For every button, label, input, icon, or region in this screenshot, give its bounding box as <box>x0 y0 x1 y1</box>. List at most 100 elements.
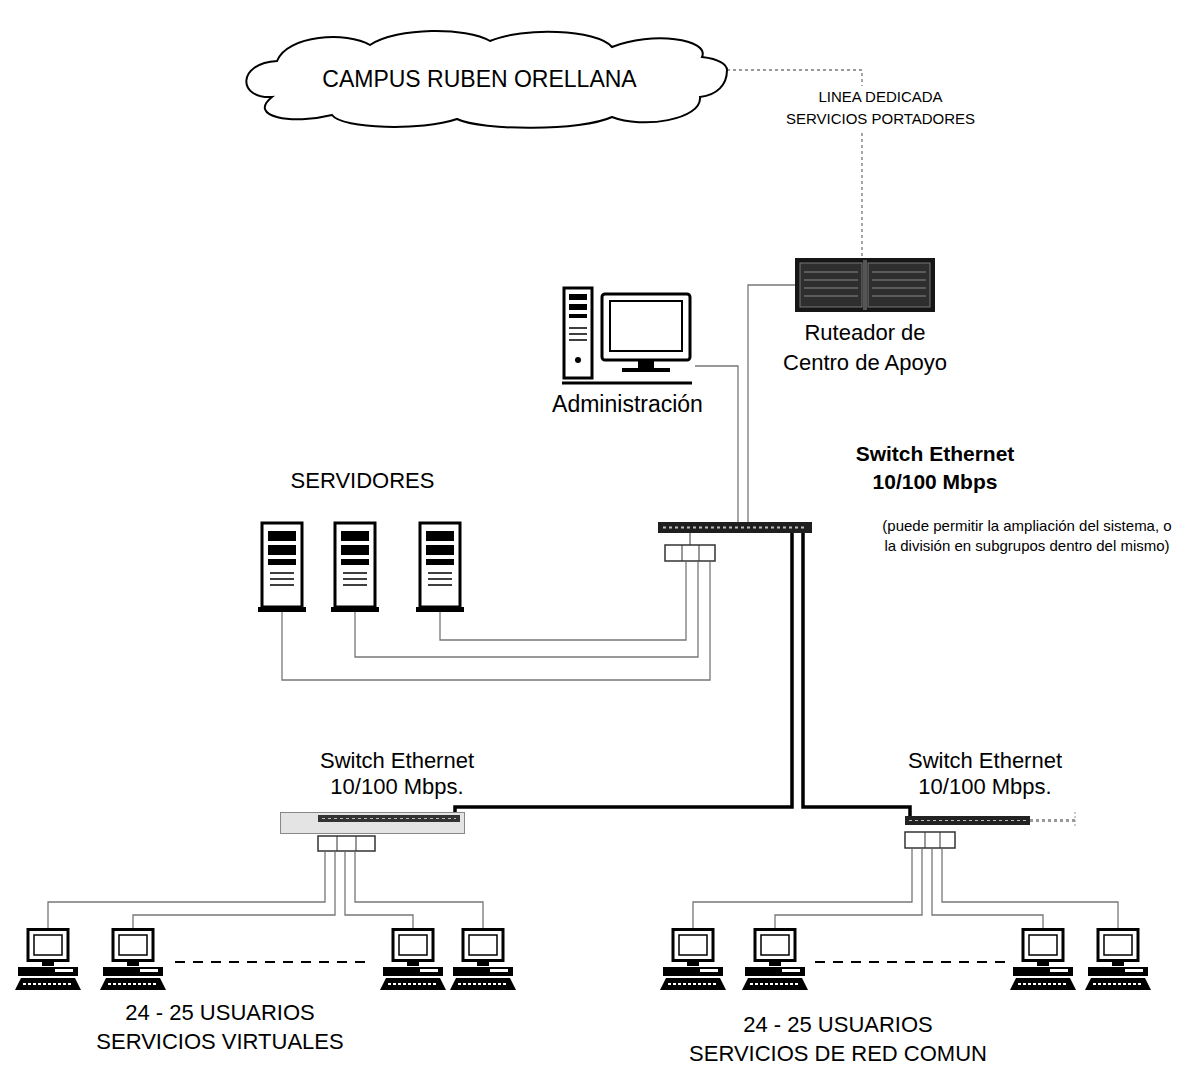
icon-part <box>383 967 443 976</box>
icon-part <box>658 522 812 533</box>
icon-part <box>638 360 654 368</box>
icon-part <box>665 545 715 561</box>
ethernet-switch: Switch Ethernet 10/100 Mbps. <box>280 812 465 852</box>
pc-icon <box>1010 930 1076 991</box>
icon-part <box>700 969 718 972</box>
trunk-link <box>803 533 910 816</box>
icon-part <box>673 930 713 961</box>
icon-part <box>322 818 456 819</box>
icon-part <box>268 559 296 565</box>
network-cable <box>693 849 1118 928</box>
icon-part <box>42 961 54 966</box>
icon-part <box>108 983 158 985</box>
node-label: 24 - 25 USUARIOS <box>678 1010 998 1039</box>
icon-part <box>1030 819 1075 822</box>
icon-part <box>564 288 592 378</box>
node-label: Switch Ethernet 10/100 Mbps. <box>885 748 1085 800</box>
icon-part <box>863 260 867 310</box>
icon-part <box>113 930 153 961</box>
node-label: 24 - 25 USUARIOS <box>60 998 380 1027</box>
icon-part <box>18 967 78 976</box>
icon-part <box>800 263 862 307</box>
icon-part <box>682 545 699 561</box>
icon-part <box>905 816 1030 825</box>
icon-part <box>119 935 147 955</box>
admin-workstation: Administración <box>560 286 695 386</box>
connector-group <box>48 70 1118 928</box>
icon-part <box>380 978 446 990</box>
icon-part <box>15 978 81 990</box>
icon-part <box>925 832 940 848</box>
icon-part <box>663 967 723 976</box>
node-label: SERVICIOS VIRTUALES <box>60 1027 380 1056</box>
icon-part <box>660 978 726 990</box>
icon-part <box>668 983 718 985</box>
node-label: SERVIDORES <box>250 467 475 495</box>
icon-part <box>469 935 497 955</box>
icon-part <box>745 967 805 976</box>
icon-part <box>262 523 302 607</box>
admin-workstation-icon <box>560 286 695 386</box>
node-label: Administración <box>520 390 735 418</box>
node-label: Switch Ethernet 10/100 Mbps. <box>297 748 497 800</box>
ethernet-switch-icon <box>655 522 817 562</box>
icon-part <box>34 935 62 955</box>
icon-part <box>1098 930 1138 961</box>
ethernet-switch: Switch Ethernet 10/100 Mbps <box>655 522 817 562</box>
icon-part <box>610 301 682 351</box>
router-device-icon <box>795 258 935 312</box>
icon-part <box>416 607 464 612</box>
icon-part <box>750 983 800 985</box>
icon-part <box>477 961 489 966</box>
pc-icon <box>1085 930 1151 991</box>
node-label: Switch Ethernet 10/100 Mbps <box>835 440 1035 496</box>
icon-part <box>428 573 452 585</box>
user-group: 24 - 25 USUARIOSSERVICIOS DE RED COMUN <box>655 928 1155 1078</box>
node-label: SERVICIOS DE RED COMUN <box>678 1039 998 1068</box>
icon-part <box>407 961 419 966</box>
icon-part <box>1088 967 1148 976</box>
icon-part <box>782 969 800 972</box>
icon-part <box>905 832 955 848</box>
icon-part <box>868 263 930 307</box>
icon-part <box>426 545 454 555</box>
server-icon <box>331 523 379 612</box>
icon-part <box>335 523 375 607</box>
pc-icon <box>15 930 81 991</box>
icon-part <box>268 531 296 541</box>
icon-part <box>450 978 516 990</box>
pc-icon <box>100 930 166 991</box>
icon-part <box>337 836 356 851</box>
icon-part <box>426 559 454 565</box>
icon-part <box>341 559 369 565</box>
network-cable <box>695 366 738 522</box>
icon-part <box>1125 969 1143 972</box>
icon-part <box>1104 935 1132 955</box>
icon-part <box>388 983 438 985</box>
ellipsis-dashes <box>815 961 1005 963</box>
icon-part <box>569 328 587 340</box>
icon-part <box>28 930 68 961</box>
label-box: CAMPUS RUBEN ORELLANA <box>232 65 727 93</box>
ellipsis-dashes <box>175 961 370 963</box>
icon-part <box>1050 969 1068 972</box>
label-box: 24 - 25 USUARIOSSERVICIOS VIRTUALES <box>60 998 380 1056</box>
icon-part <box>795 258 935 312</box>
trunk-link <box>455 533 792 812</box>
icon-part <box>318 815 460 822</box>
icon-part <box>1023 930 1063 961</box>
node-label: CAMPUS RUBEN ORELLANA <box>232 65 727 93</box>
icon-part <box>258 607 306 612</box>
icon-part <box>755 930 795 961</box>
icon-part <box>1085 978 1151 990</box>
server-group: SERVIDORES <box>250 465 475 612</box>
label-box: Switch Ethernet 10/100 Mbps. <box>297 748 497 800</box>
icon-part <box>1037 961 1049 966</box>
icon-part <box>453 967 513 976</box>
icon-part <box>1010 978 1076 990</box>
network-cable <box>282 562 710 680</box>
ethernet-switch-icon <box>280 812 465 852</box>
icon-part <box>679 935 707 955</box>
icon-part <box>742 978 808 990</box>
icon-part <box>341 545 369 555</box>
